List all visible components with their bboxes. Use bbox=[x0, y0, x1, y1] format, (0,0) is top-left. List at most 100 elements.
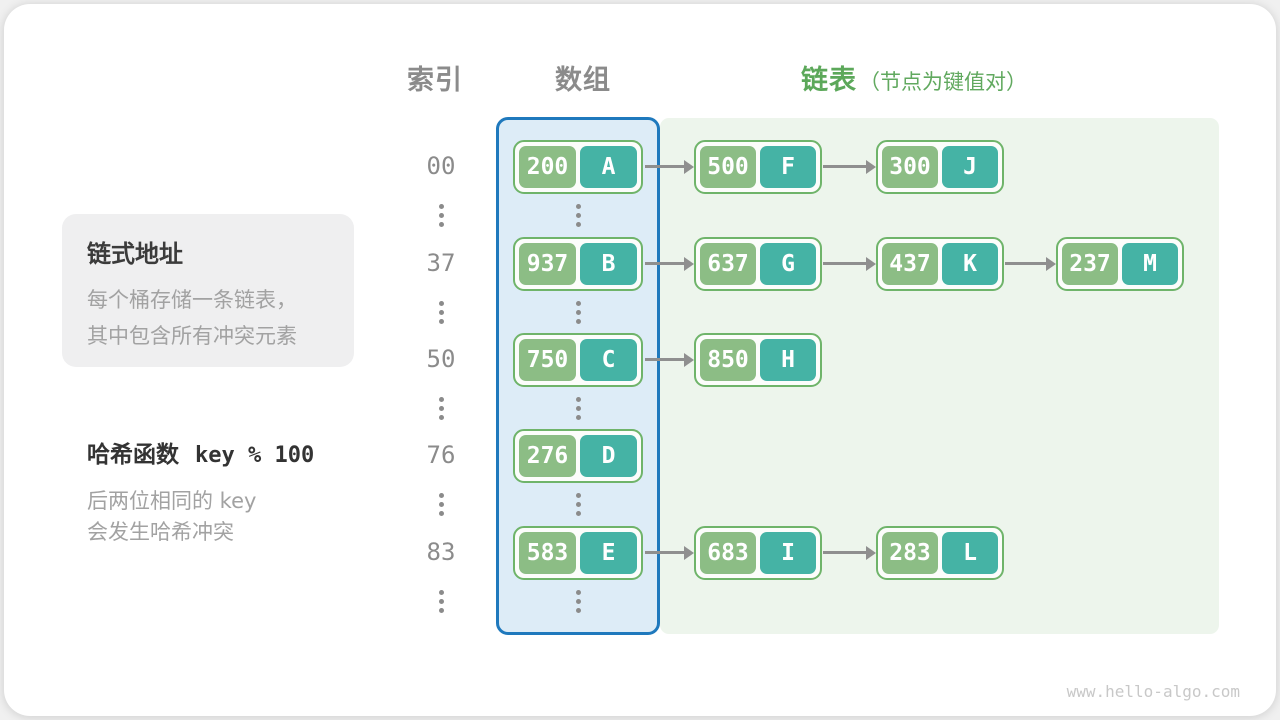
kv-pair-key: 850 bbox=[700, 339, 756, 381]
kv-pair-key: 637 bbox=[700, 243, 756, 285]
ellipsis-icon bbox=[575, 492, 581, 516]
kv-pair-value: E bbox=[580, 532, 637, 574]
ellipsis-dot bbox=[575, 318, 581, 324]
bucket-index-label: 00 bbox=[426, 152, 456, 180]
ellipsis-dot bbox=[438, 414, 444, 420]
ellipsis-icon bbox=[438, 492, 444, 516]
bucket-index-label: 83 bbox=[426, 538, 456, 566]
kv-pair-key: 237 bbox=[1062, 243, 1118, 285]
kv-pair-value: J bbox=[942, 146, 998, 188]
bucket-index-label: 37 bbox=[426, 249, 456, 277]
ellipsis-icon bbox=[438, 396, 444, 420]
bucket-index-label: 50 bbox=[426, 345, 456, 373]
kv-pair-value: F bbox=[760, 146, 816, 188]
ellipsis-icon bbox=[438, 203, 444, 227]
index-column-header: 索引 bbox=[407, 65, 463, 96]
kv-pair-key: 583 bbox=[519, 532, 576, 574]
kv-pair-value: K bbox=[942, 243, 998, 285]
ellipsis-dot bbox=[575, 501, 581, 507]
ellipsis-dot bbox=[438, 300, 444, 306]
kv-pair-key: 683 bbox=[700, 532, 756, 574]
ellipsis-icon bbox=[438, 300, 444, 324]
hash-function-formula: key % 100 bbox=[195, 443, 315, 468]
ellipsis-dot bbox=[438, 598, 444, 604]
kv-pair-key: 437 bbox=[882, 243, 938, 285]
ellipsis-dot bbox=[575, 589, 581, 595]
kv-pair-key: 200 bbox=[519, 146, 576, 188]
next-pointer-arrow bbox=[1005, 256, 1056, 271]
list-column-header: 链表 bbox=[801, 65, 857, 96]
next-pointer-arrow bbox=[645, 159, 694, 174]
ellipsis-dot bbox=[438, 405, 444, 411]
kv-pair-value: D bbox=[580, 435, 637, 477]
bucket-index-label: 76 bbox=[426, 441, 456, 469]
kv-pair-key: 283 bbox=[882, 532, 938, 574]
ellipsis-dot bbox=[575, 598, 581, 604]
kv-pair-key: 300 bbox=[882, 146, 938, 188]
ellipsis-dot bbox=[575, 414, 581, 420]
hash-note-line: 后两位相同的 key bbox=[87, 489, 257, 513]
ellipsis-icon bbox=[575, 300, 581, 324]
next-pointer-arrow bbox=[823, 545, 876, 560]
ellipsis-dot bbox=[438, 318, 444, 324]
ellipsis-dot bbox=[575, 203, 581, 209]
ellipsis-icon bbox=[438, 589, 444, 613]
ellipsis-icon bbox=[575, 203, 581, 227]
ellipsis-icon bbox=[575, 396, 581, 420]
hash-function-title-row: 哈希函数 key % 100 bbox=[87, 435, 314, 469]
ellipsis-dot bbox=[438, 492, 444, 498]
kv-pair-value: B bbox=[580, 243, 637, 285]
list-column-note: （节点为键值对） bbox=[859, 70, 1027, 94]
kv-pair-key: 500 bbox=[700, 146, 756, 188]
ellipsis-dot bbox=[575, 309, 581, 315]
next-pointer-arrow bbox=[645, 545, 694, 560]
info-box-title: 链式地址 bbox=[87, 240, 183, 268]
ellipsis-dot bbox=[575, 607, 581, 613]
hash-function-note: 哈希函数 key % 100 后两位相同的 key 会发生哈希冲突 bbox=[87, 435, 314, 548]
kv-pair-value: L bbox=[942, 532, 998, 574]
info-box-line: 其中包含所有冲突元素 bbox=[87, 324, 297, 348]
hash-note-line: 会发生哈希冲突 bbox=[87, 520, 234, 544]
kv-pair-key: 937 bbox=[519, 243, 576, 285]
ellipsis-dot bbox=[575, 300, 581, 306]
next-pointer-arrow bbox=[645, 352, 694, 367]
list-column-header-group: 链表 （节点为键值对） bbox=[801, 58, 1027, 97]
chaining-info-box: 链式地址 每个桶存储一条链表， 其中包含所有冲突元素 bbox=[62, 214, 354, 367]
ellipsis-dot bbox=[575, 510, 581, 516]
ellipsis-dot bbox=[575, 212, 581, 218]
kv-pair-key: 276 bbox=[519, 435, 576, 477]
ellipsis-dot bbox=[438, 309, 444, 315]
next-pointer-arrow bbox=[645, 256, 694, 271]
kv-pair-value: H bbox=[760, 339, 816, 381]
ellipsis-dot bbox=[438, 607, 444, 613]
ellipsis-dot bbox=[575, 492, 581, 498]
array-column-header: 数组 bbox=[555, 65, 611, 96]
kv-pair-value: I bbox=[760, 532, 816, 574]
kv-pair-value: A bbox=[580, 146, 637, 188]
ellipsis-dot bbox=[575, 405, 581, 411]
ellipsis-icon bbox=[575, 589, 581, 613]
ellipsis-dot bbox=[438, 396, 444, 402]
kv-pair-value: C bbox=[580, 339, 637, 381]
ellipsis-dot bbox=[575, 221, 581, 227]
ellipsis-dot bbox=[438, 221, 444, 227]
next-pointer-arrow bbox=[823, 256, 876, 271]
ellipsis-dot bbox=[438, 203, 444, 209]
ellipsis-dot bbox=[438, 589, 444, 595]
watermark: www.hello-algo.com bbox=[1066, 682, 1240, 701]
kv-pair-value: G bbox=[760, 243, 816, 285]
ellipsis-dot bbox=[438, 501, 444, 507]
ellipsis-dot bbox=[438, 212, 444, 218]
info-box-line: 每个桶存储一条链表， bbox=[87, 288, 297, 312]
ellipsis-dot bbox=[575, 396, 581, 402]
